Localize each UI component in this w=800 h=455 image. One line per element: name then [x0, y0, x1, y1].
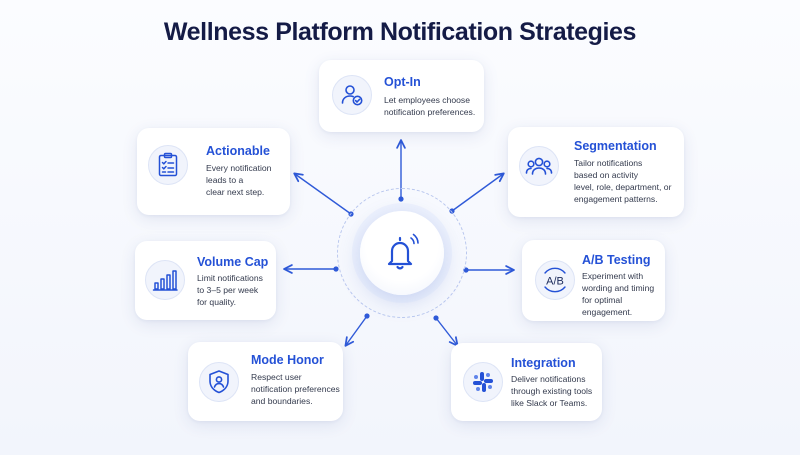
slack-icon	[463, 362, 503, 402]
connector-integration	[435, 317, 459, 347]
connector-segmentation	[451, 172, 505, 212]
bar-chart-icon	[145, 260, 185, 300]
card-title: Integration	[511, 356, 576, 370]
svg-text:A/B: A/B	[546, 276, 564, 288]
card-title: Actionable	[206, 144, 270, 158]
diagram-title: Wellness Platform Notification Strategie…	[163, 18, 637, 46]
card-title: Volume Cap	[197, 255, 269, 269]
card-title: A/B Testing	[582, 253, 651, 267]
card-title: Opt-In	[384, 75, 421, 89]
ab-test-icon: A/B	[535, 260, 575, 300]
connector-dot	[433, 315, 439, 321]
card-title: Mode Honor	[251, 353, 324, 367]
hub-ring	[337, 188, 467, 318]
connector-dot	[333, 266, 339, 272]
connector-actionable	[293, 172, 352, 215]
connector-mode	[344, 315, 368, 347]
card-title: Segmentation	[574, 139, 657, 153]
clipboard-check-icon	[148, 145, 188, 185]
connector-dot	[364, 313, 370, 319]
shield-user-icon	[199, 362, 239, 402]
bell-icon	[387, 233, 419, 270]
hub-notification	[360, 211, 444, 295]
users-group-icon	[519, 146, 559, 186]
user-check-icon	[332, 75, 372, 115]
